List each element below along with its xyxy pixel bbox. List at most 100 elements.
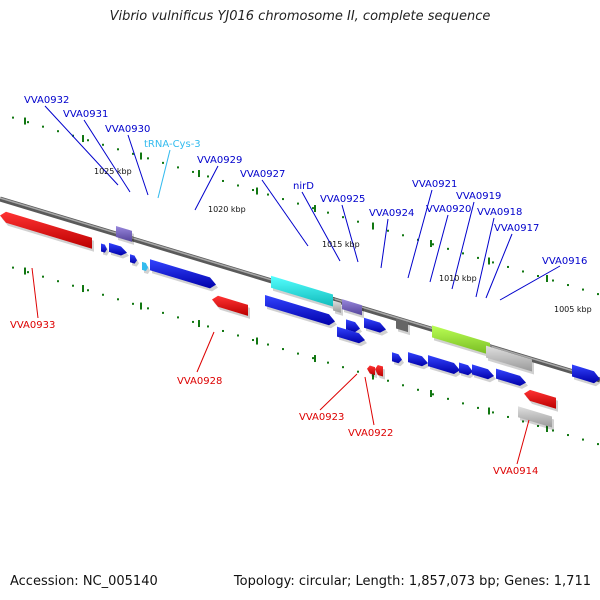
scale-dot: [252, 339, 254, 342]
map-title: Vibrio vulnificus YJ016 chromosome II, c…: [109, 9, 491, 24]
scale-dot: [432, 243, 434, 246]
scale-dot: [117, 148, 119, 151]
leader-line: [499, 265, 561, 301]
scale-dot: [87, 289, 89, 292]
label-vva0914[interactable]: VVA0914: [493, 466, 538, 477]
scale-dot: [552, 279, 554, 282]
label-vva0922[interactable]: VVA0922: [348, 428, 393, 439]
scale-dot: [462, 252, 464, 255]
label-vva0923[interactable]: VVA0923: [299, 412, 344, 423]
label-vva0928[interactable]: VVA0928: [177, 376, 222, 387]
label-vva0916[interactable]: VVA0916: [542, 256, 587, 267]
gene-vva0930: [130, 254, 137, 264]
scale-dot: [462, 402, 464, 405]
label-trna-cys-3[interactable]: tRNA-Cys-3: [144, 139, 201, 150]
leader-line: [380, 218, 389, 269]
scale-dot: [492, 411, 494, 414]
label-vva0927[interactable]: VVA0927: [240, 169, 285, 180]
scale-dot: [87, 139, 89, 142]
scale-dot: [522, 420, 524, 423]
scale-label-1010: 1010 kbp: [439, 274, 477, 283]
scale-dot: [207, 175, 209, 178]
gene-vva0914-b: [518, 406, 552, 428]
scale-dot: [567, 284, 569, 287]
scale-dot: [282, 198, 284, 201]
scale-dot: [132, 302, 134, 305]
scale-dot: [297, 202, 299, 205]
gene-blue-end-1: [496, 368, 526, 386]
scale-dot: [552, 429, 554, 432]
forward-feature-labels[interactable]: VVA0932 VVA0931 VVA0930 tRNA-Cys-3 VVA09…: [24, 95, 587, 267]
label-vva0918[interactable]: VVA0918: [477, 207, 522, 218]
label-vva0920[interactable]: VVA0920: [426, 204, 471, 215]
label-vva0919[interactable]: VVA0919: [456, 191, 501, 202]
gene-vva0918: [459, 362, 473, 376]
scale-dot: [342, 216, 344, 219]
scale-dot: [12, 266, 14, 269]
gene-blue-mid-1: [346, 319, 360, 333]
scale-dot: [477, 256, 479, 259]
label-vva0921[interactable]: VVA0921: [412, 179, 457, 190]
scale-dot: [447, 397, 449, 400]
scale-dot: [222, 179, 224, 182]
gene-vva0929: [150, 259, 216, 289]
leader-line: [364, 376, 375, 426]
label-vva0933[interactable]: VVA0933: [10, 320, 55, 331]
leader-line: [485, 233, 513, 299]
label-vva0917[interactable]: VVA0917: [494, 223, 539, 234]
scale-dot: [132, 152, 134, 155]
scale-dot: [117, 298, 119, 301]
scale-dot: [492, 261, 494, 264]
label-vva0929[interactable]: VVA0929: [197, 155, 242, 166]
leader-line: [83, 119, 131, 193]
label-vva0925[interactable]: VVA0925: [320, 194, 365, 205]
leader-line: [319, 373, 358, 411]
scale-dot: [507, 415, 509, 418]
gene-vva0920: [408, 352, 428, 367]
leader-line: [301, 191, 341, 262]
scale-dot: [42, 125, 44, 128]
label-vva0930[interactable]: VVA0930: [105, 124, 150, 135]
gene-green-block: [432, 325, 490, 355]
scale-dot: [357, 220, 359, 223]
accession-text: Accession: NC_005140: [10, 574, 158, 589]
reverse-feature-labels[interactable]: VVA0933 VVA0928 VVA0923 VVA0922 VVA0914: [10, 320, 538, 477]
leader-line: [261, 179, 309, 247]
label-vva0932[interactable]: VVA0932: [24, 95, 69, 106]
scale-dot: [177, 166, 179, 169]
gene-vva0927: [265, 294, 335, 326]
gene-vva0917: [472, 364, 494, 380]
scale-dot: [327, 361, 329, 364]
scale-dot: [402, 234, 404, 237]
label-leader-lines: [31, 105, 561, 465]
gene-trna-cys-3: [142, 261, 148, 272]
genome-summary-text: Topology: circular; Length: 1,857,073 bp…: [233, 574, 591, 589]
scale-dot: [537, 424, 539, 427]
gene-features: [0, 211, 600, 431]
gene-vva0922: [375, 364, 383, 377]
scale-dot: [102, 143, 104, 146]
scale-dot: [57, 280, 59, 283]
scale-dot: [327, 211, 329, 214]
gene-vva0925: [342, 299, 362, 316]
leader-line: [516, 419, 530, 465]
leader-line: [194, 165, 219, 211]
leader-line: [127, 134, 149, 196]
scale-dot: [12, 116, 14, 119]
leader-line: [407, 189, 433, 279]
scale-dot: [522, 270, 524, 273]
label-vva0931[interactable]: VVA0931: [63, 109, 108, 120]
scale-dot: [27, 271, 29, 274]
scale-dot: [297, 352, 299, 355]
scale-labels: 1025 kbp 1020 kbp 1015 kbp 1010 kbp 1005…: [94, 167, 592, 314]
label-vva0924[interactable]: VVA0924: [369, 208, 414, 219]
scale-dot: [267, 193, 269, 196]
leader-line: [31, 267, 39, 319]
scale-label-1015: 1015 kbp: [322, 240, 360, 249]
label-nird[interactable]: nirD: [293, 181, 314, 192]
gene-gray-block: [486, 345, 532, 372]
scale-label-1025: 1025 kbp: [94, 167, 132, 176]
scale-dot: [147, 157, 149, 160]
scale-dot: [282, 348, 284, 351]
